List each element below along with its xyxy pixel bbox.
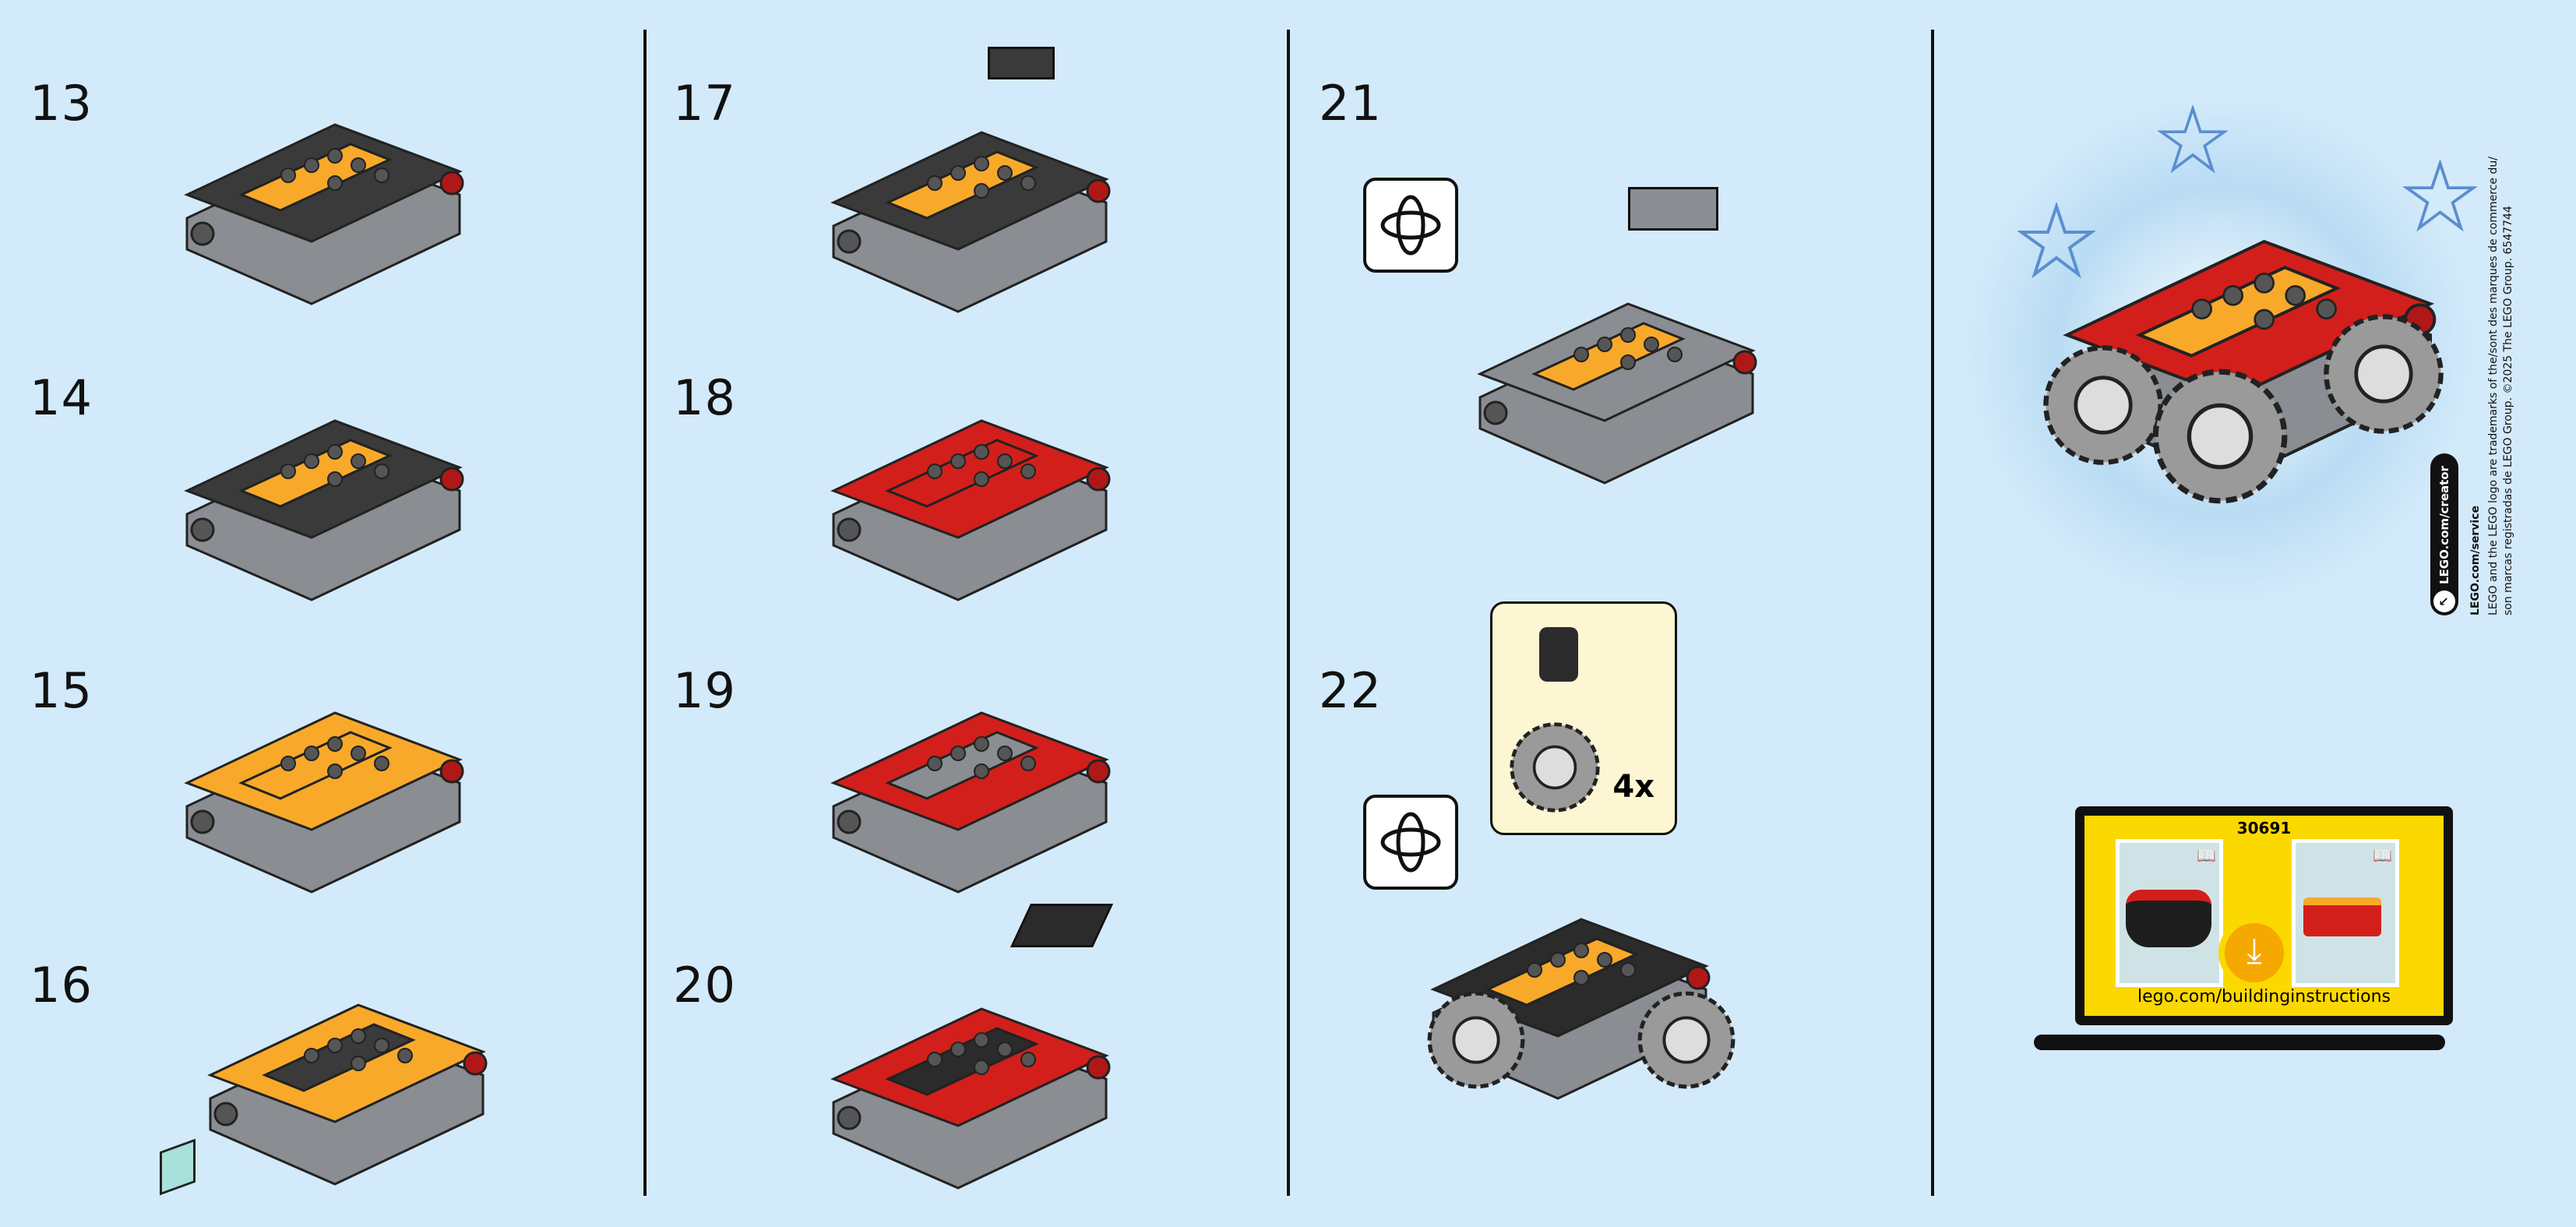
alt-build-card[interactable]: 📖 [2116,839,2223,987]
build-step-21-model [1449,257,1776,491]
step-number: 16 [30,957,93,1014]
wheel [2150,366,2290,506]
step-number: 13 [30,75,93,132]
laptop-base [2034,1035,2445,1050]
build-step-13-model [156,78,483,312]
star-icon [2017,203,2095,279]
creator-link-label: LEGO.com/creator [2437,466,2451,584]
rotate-model-icon [1363,178,1458,273]
step-number: 22 [1319,662,1382,719]
service-link[interactable]: LEGO.com/service [2469,506,2482,615]
footer-info: ↖ LEGO.com/creator LEGO.com/service LEGO… [2430,117,2516,615]
set-number: 30691 [2236,819,2292,837]
star-icon [2403,160,2477,232]
book-icon: 📖 [2373,846,2392,865]
step-number: 17 [673,75,736,132]
build-step-16-model [179,958,506,1192]
build-step-17-model [802,86,1129,319]
rim-part [1539,627,1578,682]
new-part [1628,187,1718,231]
build-step-14-model [156,374,483,608]
sub-assembly-callout: 4x [1490,601,1677,835]
step-number: 19 [673,662,736,719]
column-divider [1931,30,1934,1196]
new-part [988,47,1055,79]
step-number: 20 [673,957,736,1014]
alt-build-card[interactable]: 📖 [2292,839,2399,987]
laptop-screen: 30691 📖 📖 ⤓ lego.com/buildinginstruction… [2075,806,2453,1025]
download-icon[interactable]: ⤓ [2218,917,2290,989]
arrow-up-left-icon: ↖ [2433,591,2455,612]
build-step-19-model [802,666,1129,900]
building-instructions-url[interactable]: lego.com/buildinginstructions [2137,987,2391,1007]
quantity-label: 4x [1612,769,1654,805]
step-number: 14 [30,369,93,426]
wheel [1425,989,1527,1091]
build-step-15-model [156,666,483,900]
creator-link[interactable]: ↖ LEGO.com/creator [2430,453,2458,615]
step-number: 21 [1319,75,1382,132]
step-number: 15 [30,662,93,719]
rotate-model-icon [1363,795,1458,890]
build-step-18-model [802,374,1129,608]
legal-line: LEGO and the LEGO logo are trademarks of… [2487,157,2500,615]
spoiler-part [1010,904,1114,947]
star-icon [2158,105,2228,174]
column-divider [643,30,647,1196]
legal-line: son marcas registradas de LEGO Group. ©2… [2502,206,2514,615]
promo-panel: 30691 📖 📖 ⤓ lego.com/buildinginstruction… [2084,816,2444,1016]
book-icon: 📖 [2197,846,2216,865]
alt-build-image [2303,897,2381,936]
wheel [1636,989,1737,1091]
tire-part [1508,721,1602,814]
build-step-20-model [802,962,1129,1196]
wheel [2321,312,2446,436]
wheel [2041,343,2165,467]
column-divider [1287,30,1290,1196]
step-number: 18 [673,369,736,426]
alt-build-image [2126,890,2211,947]
